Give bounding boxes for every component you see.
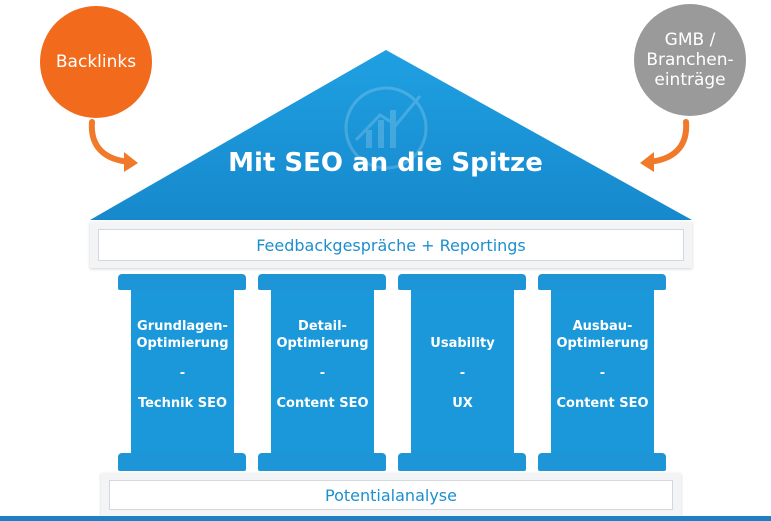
top-beam: Feedbackgespräche + Reportings — [90, 222, 692, 268]
pillar-text: Detail- Optimierung - Content SEO — [271, 318, 374, 412]
pillar-shaft: Ausbau- Optimierung - Content SEO — [551, 290, 654, 453]
bottom-beam-label-box: Potentialanalyse — [109, 480, 673, 510]
right-arrow-icon — [640, 119, 690, 172]
pillar-line: Technik SEO — [137, 396, 228, 411]
pillar-separator: - — [179, 366, 186, 381]
chart-logo-icon — [344, 86, 428, 170]
pillar-separator: - — [599, 366, 606, 381]
bottom-beam-label: Potentialanalyse — [325, 485, 457, 505]
pillar-line: Optimierung — [276, 336, 369, 351]
pillar-top-cap — [258, 274, 386, 290]
pillar-line: Content SEO — [556, 396, 649, 411]
top-beam-label-box: Feedbackgespräche + Reportings — [98, 229, 684, 261]
pillar-base-cap — [118, 453, 246, 471]
gmb-circle: GMB / Branchen- einträge — [634, 4, 746, 116]
pillar-line: Optimierung — [556, 336, 649, 351]
pillar-line: Optimierung — [136, 336, 229, 351]
bottom-beam: Potentialanalyse — [101, 473, 681, 517]
pillar-line: Usability — [430, 336, 495, 351]
bottom-divider — [0, 516, 771, 521]
pillar-top-cap — [398, 274, 526, 290]
pillar-line: UX — [452, 396, 473, 411]
pillar-shaft: Grundlagen- Optimierung - Technik SEO — [131, 290, 234, 453]
pillar-base-cap — [538, 453, 666, 471]
gmb-label: GMB / Branchen- einträge — [646, 30, 734, 90]
left-arrow-icon — [88, 119, 138, 172]
pillar-base-cap — [398, 453, 526, 471]
roof-title: Mit SEO an die Spitze — [228, 148, 543, 178]
roof — [90, 50, 692, 220]
pillar-line: Grundlagen- — [137, 319, 228, 334]
backlinks-label: Backlinks — [55, 52, 137, 72]
pillar-text: Grundlagen- Optimierung - Technik SEO — [131, 318, 234, 412]
pillar-line: Content SEO — [276, 396, 369, 411]
pillar-shaft: Detail- Optimierung - Content SEO — [271, 290, 374, 453]
pillar-shaft: Usability - UX — [411, 290, 514, 453]
pillar-line: Detail- — [298, 319, 347, 334]
pillar-line: Ausbau- — [572, 319, 633, 334]
pillar-text: Usability - UX — [411, 335, 514, 412]
pillar-base-cap — [258, 453, 386, 471]
pillar-text: Ausbau- Optimierung - Content SEO — [551, 318, 654, 412]
pillar-top-cap — [118, 274, 246, 290]
pillar-top-cap — [538, 274, 666, 290]
pillar-separator: - — [459, 366, 466, 381]
pillar-separator: - — [319, 366, 326, 381]
backlinks-circle: Backlinks — [40, 6, 152, 118]
top-beam-label: Feedbackgespräche + Reportings — [256, 235, 526, 255]
